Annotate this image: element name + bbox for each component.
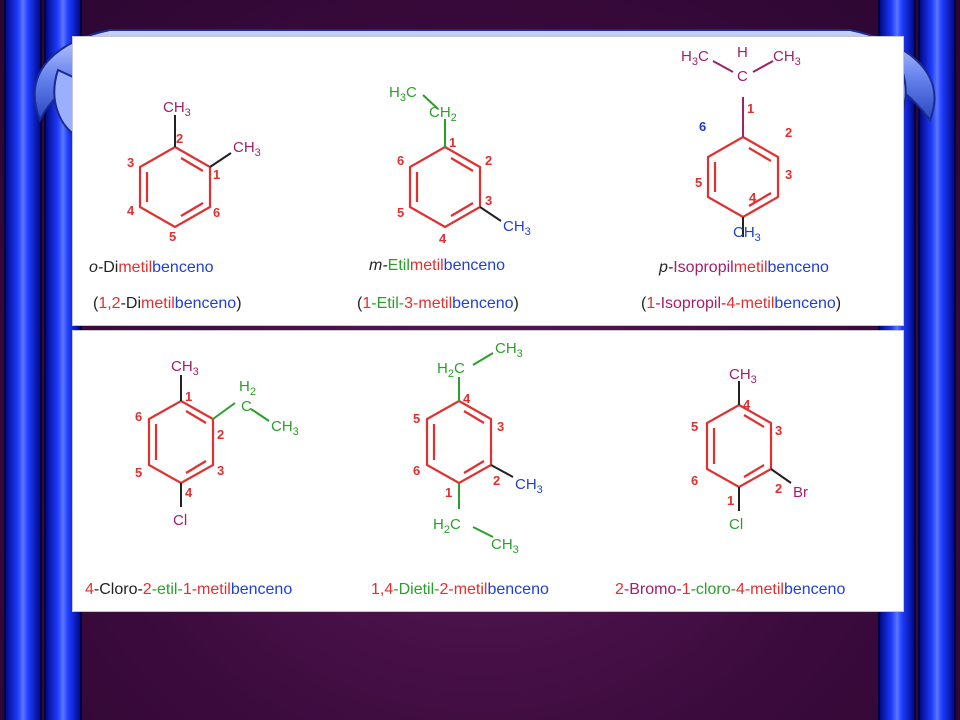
mol5-locant: 3 — [497, 419, 504, 434]
mol6-locant: 4 — [743, 397, 751, 412]
mol5-ch3-top: CH3 — [495, 340, 523, 360]
bond-mol3-iso2 — [712, 60, 734, 73]
mol4-name: 4-Cloro-2-etil-1-metilbenceno — [85, 581, 293, 598]
mol3-common-name: p-Isopropilmetilbenceno — [659, 259, 829, 276]
mol2-iupac-name: (1-Etil-3-metilbenceno) — [357, 295, 519, 312]
mol3-locant: 6 — [699, 119, 706, 134]
mol4-c: C — [241, 398, 252, 415]
mol5-locant: 4 — [463, 391, 471, 406]
mol5-ch3-bottom: CH3 — [491, 536, 519, 556]
mol5-ch3-mid: CH3 — [515, 476, 543, 496]
mol5-locant: 5 — [413, 411, 420, 426]
right-column-outer — [918, 0, 956, 720]
mol4-locant: 5 — [135, 465, 142, 480]
mol4-locant: 2 — [217, 427, 224, 442]
bottom-structures: CH3 H2 C CH3 Cl 1 6 2 5 3 4 CH3 H2C CH3 … — [135, 340, 808, 556]
mol1-locant: 2 — [176, 131, 183, 146]
mol2-locant: 2 — [485, 153, 492, 168]
mol1-locant: 5 — [169, 229, 176, 244]
mol6-locant: 3 — [775, 423, 782, 438]
ring-molecule3 — [706, 135, 780, 219]
mol1-ch3-top: CH3 — [163, 99, 191, 119]
mol2-locant: 1 — [449, 135, 456, 150]
bond-mol6-br — [770, 468, 792, 484]
mol2-ch2: CH2 — [429, 104, 457, 124]
mol2-ch3: CH3 — [503, 218, 531, 238]
mol6-br: Br — [793, 484, 808, 501]
bond-mol5-ethyl-top2 — [472, 352, 494, 366]
mol6-name: 2-Bromo-1-cloro-4-metilbenceno — [615, 581, 846, 598]
mol5-locant: 6 — [413, 463, 420, 478]
bond-mol4-ethyl2 — [250, 408, 270, 422]
mol6-locant: 2 — [775, 481, 782, 496]
mol4-locant: 1 — [185, 389, 192, 404]
top-panel: CH3 CH3 2 1 3 4 6 5 H3C CH2 CH3 1 2 6 3 … — [72, 36, 904, 326]
mol3-h3c: H3C — [681, 48, 709, 68]
mol6-locant: 5 — [691, 419, 698, 434]
mol1-iupac-name: (1,2-Dimetilbenceno) — [93, 295, 242, 312]
mol4-cl: Cl — [173, 512, 187, 529]
mol6-locant: 1 — [727, 493, 734, 508]
mol3-c: C — [737, 68, 748, 85]
mol1-ch3-right: CH3 — [233, 139, 261, 159]
mol2-locant: 5 — [397, 205, 404, 220]
mol3-locant: 5 — [695, 175, 702, 190]
mol5-locant: 2 — [493, 473, 500, 488]
mol1-common-name: o-Dimetilbenceno — [89, 259, 214, 276]
mol6-ch3: CH3 — [729, 366, 757, 386]
mol2-common-name: m-Etilmetilbenceno — [369, 257, 506, 274]
bond-mol3-iso3 — [752, 60, 774, 73]
ring-molecule2 — [408, 145, 482, 229]
bond-mol2-ethyl2 — [422, 94, 439, 110]
bond-mol1-right — [209, 152, 232, 168]
mol4-ch3-ethyl: CH3 — [271, 418, 299, 438]
ring-molecule6 — [705, 403, 773, 489]
mol4-locant: 4 — [185, 485, 193, 500]
mol3-locant: 2 — [785, 125, 792, 140]
mol4-locant: 3 — [217, 463, 224, 478]
ring-molecule1 — [138, 145, 212, 229]
mol3-locant: 3 — [785, 167, 792, 182]
mol1-locant: 1 — [213, 167, 220, 182]
mol4-locant: 6 — [135, 409, 142, 424]
mol2-h3c: H3C — [389, 84, 417, 104]
ring-molecule5 — [425, 399, 493, 485]
mol5-name: 1,4-Dietil-2-metilbenceno — [371, 581, 549, 598]
mol3-locant: 1 — [747, 101, 754, 116]
mol4-h2: H2 — [239, 378, 256, 398]
mol3-iupac-name: (1-Isopropil-4-metilbenceno) — [641, 295, 842, 312]
mol1-locant: 4 — [127, 203, 135, 218]
bond-mol5-ch3 — [490, 464, 514, 478]
mol4-ch3: CH3 — [171, 358, 199, 378]
bond-mol2-ch3 — [479, 206, 502, 222]
left-column-outer — [4, 0, 42, 720]
mol6-locant: 6 — [691, 473, 698, 488]
mol2-locant: 3 — [485, 193, 492, 208]
top-structures: CH3 CH3 2 1 3 4 6 5 H3C CH2 CH3 1 2 6 3 … — [127, 44, 801, 246]
mol5-h2c-bottom: H2C — [433, 516, 461, 536]
bond-mol5-ethyl-bot2 — [472, 526, 494, 538]
mol6-cl: Cl — [729, 516, 743, 533]
mol1-locant: 6 — [213, 205, 220, 220]
mol3-locant: 4 — [749, 190, 757, 205]
mol2-locant: 4 — [439, 231, 447, 246]
mol5-h2c-top: H2C — [437, 360, 465, 380]
mol3-ch3-bottom: CH3 — [733, 224, 761, 244]
mol3-h: H — [737, 44, 748, 61]
bond-mol4-ethyl1 — [212, 402, 236, 420]
ring-molecule4 — [147, 399, 215, 485]
mol5-locant: 1 — [445, 485, 452, 500]
mol2-locant: 6 — [397, 153, 404, 168]
mol3-ch3-top: CH3 — [773, 48, 801, 68]
bottom-panel: CH3 H2 C CH3 Cl 1 6 2 5 3 4 CH3 H2C CH3 … — [72, 330, 904, 612]
mol1-locant: 3 — [127, 155, 134, 170]
